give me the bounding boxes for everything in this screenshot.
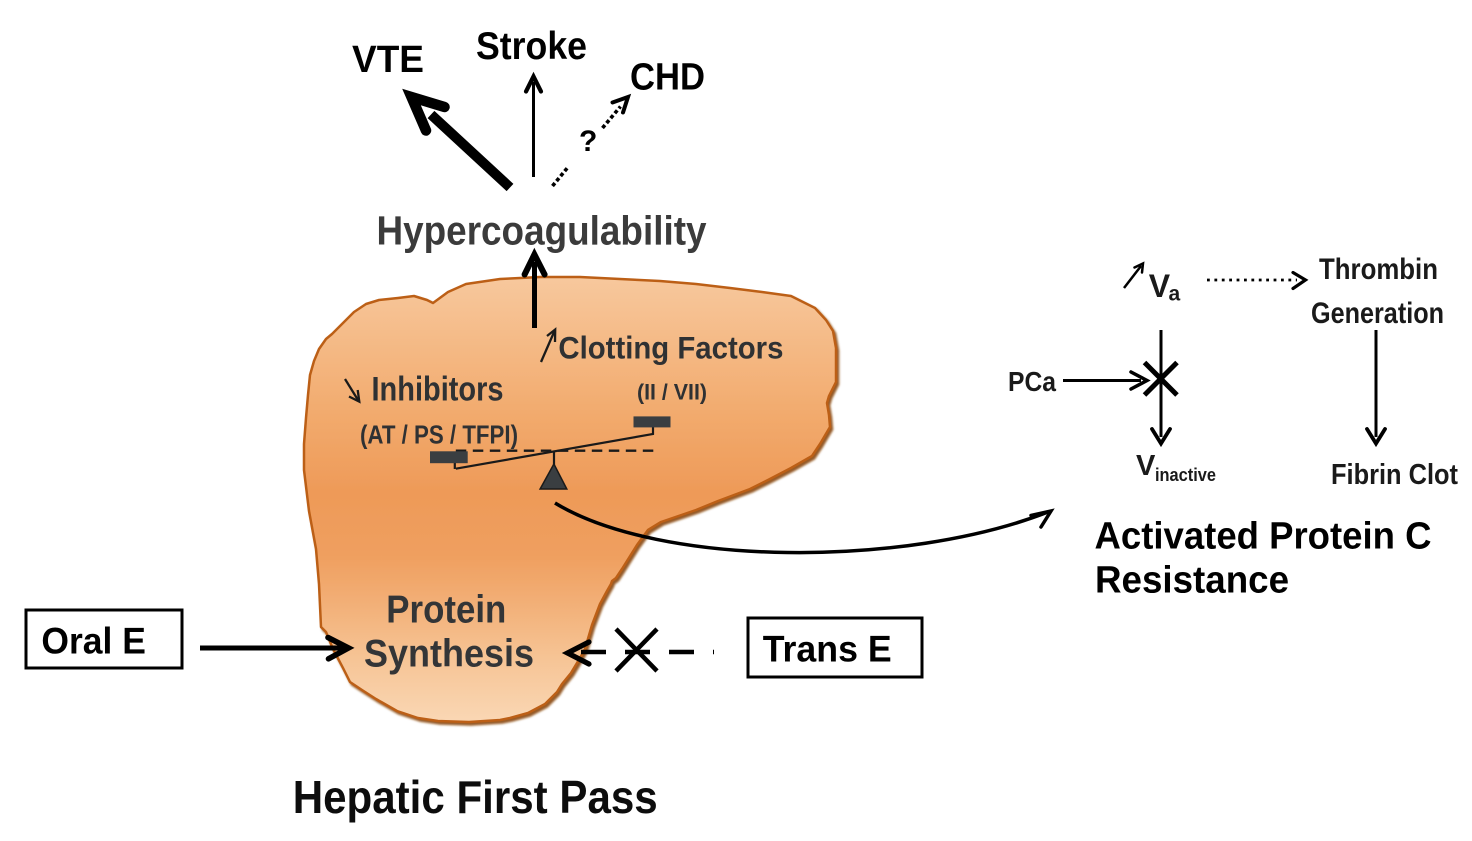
svg-text:Clotting Factors: Clotting Factors [558,329,783,365]
svg-text:Protein: Protein [386,589,506,632]
svg-text:Activated Protein C: Activated Protein C [1095,516,1432,558]
svg-text:Oral E: Oral E [41,621,145,662]
svg-text:Resistance: Resistance [1095,560,1289,602]
svg-text:Trans E: Trans E [763,629,892,670]
svg-text:V: V [1136,450,1156,482]
svg-text:Synthesis: Synthesis [364,633,534,676]
svg-text:Inhibitors: Inhibitors [372,371,504,409]
svg-text:inactive: inactive [1155,465,1216,485]
svg-text:Stroke: Stroke [476,25,587,68]
svg-text:(AT / PS / TFPI): (AT / PS / TFPI) [360,420,518,450]
svg-text:(II / VII): (II / VII) [637,380,707,405]
svg-text:PCa: PCa [1008,366,1056,397]
svg-text:Thrombin: Thrombin [1319,253,1438,286]
svg-text:Fibrin Clot: Fibrin Clot [1331,459,1458,491]
svg-text:Hypercoagulability: Hypercoagulability [377,208,707,254]
svg-text:Generation: Generation [1311,297,1444,330]
svg-text:?: ? [579,125,597,158]
svg-text:a: a [1169,283,1181,306]
svg-text:VTE: VTE [352,39,424,81]
svg-text:Hepatic First Pass: Hepatic First Pass [293,771,658,823]
svg-text:CHD: CHD [630,57,705,99]
svg-text:V: V [1149,268,1171,304]
